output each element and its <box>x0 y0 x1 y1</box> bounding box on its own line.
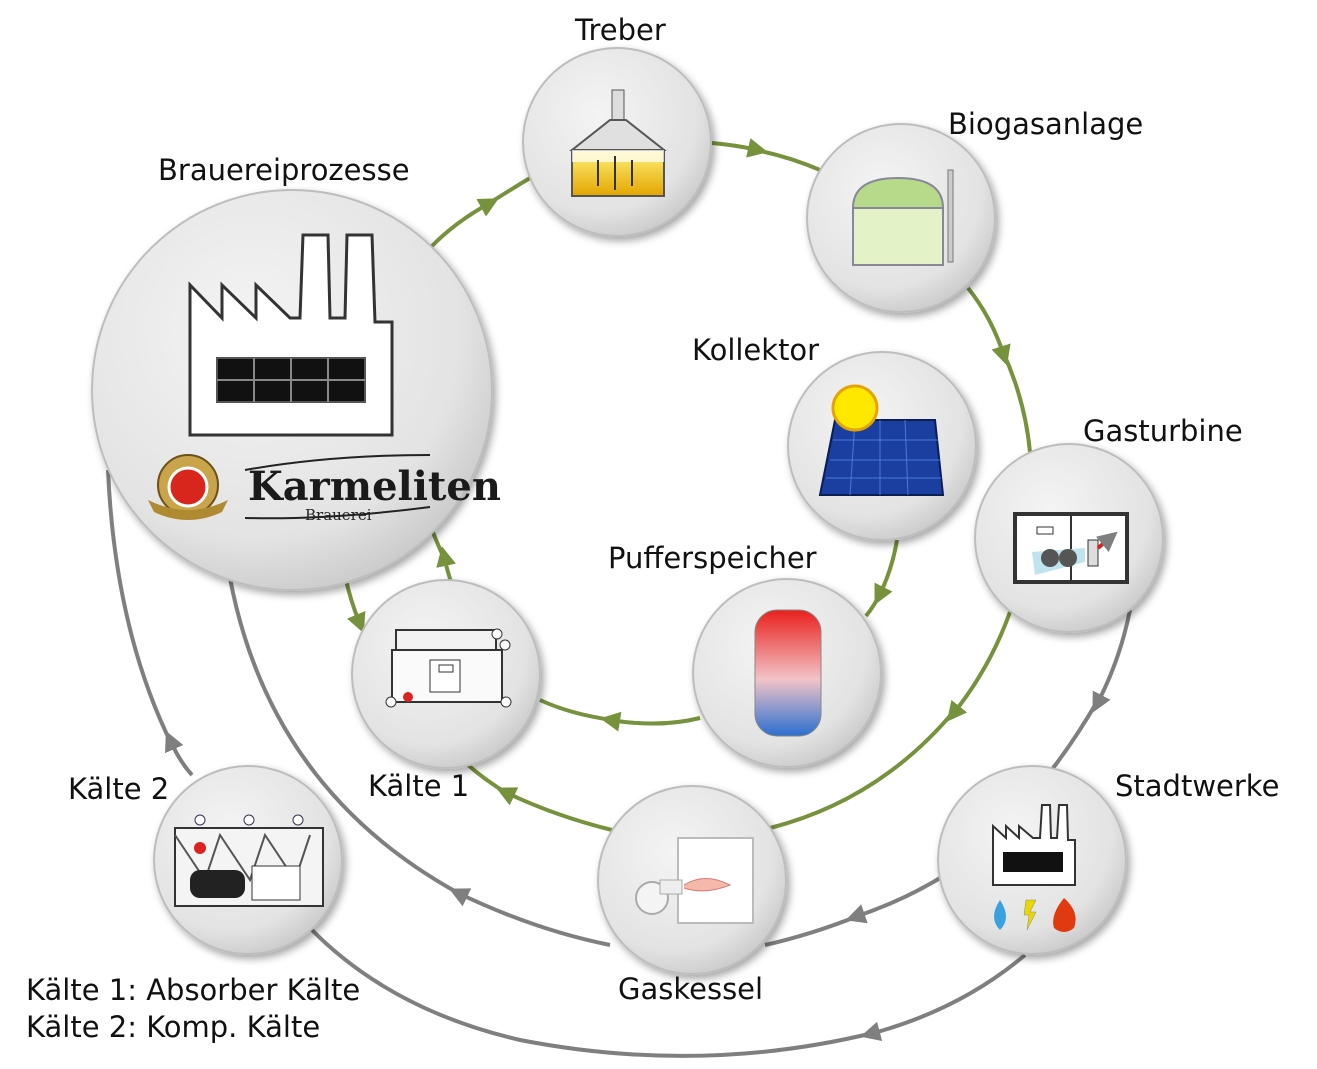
logo-subtitle: Brauerei <box>305 506 372 524</box>
gray-flows <box>106 469 1132 1058</box>
factory-icon <box>188 233 394 437</box>
green-flows <box>343 138 1032 832</box>
flow-treber-biogas <box>711 138 768 158</box>
flow-biogas-gasturbine <box>966 286 1011 366</box>
label-pufferspeicher: Pufferspeicher <box>608 541 817 575</box>
label-brauereiprozesse: Brauereiprozesse <box>158 153 410 187</box>
label-stadtwerke: Stadtwerke <box>1115 769 1280 803</box>
lightning-icon <box>1023 899 1037 931</box>
logo-wordmark: Karmeliten <box>248 463 501 510</box>
flow-gasturbine-gaskessel <box>946 611 1012 722</box>
karmeliten-logo: Karmeliten Brauerei <box>148 454 501 524</box>
flow-stadtwerke-kaelte2 <box>860 953 1027 1042</box>
flow-stadtwerke-gaskessel <box>845 873 947 924</box>
gas-boiler-icon <box>635 837 754 924</box>
flow-gasturbine-stadtwerke <box>1092 609 1132 713</box>
label-kollektor: Kollektor <box>692 333 820 367</box>
label-kaelte1: Kälte 1 <box>368 769 470 803</box>
legend-note: Kälte 1: Absorber Kälte Kälte 2: Komp. K… <box>26 972 360 1046</box>
absorption-chiller-icon <box>385 628 512 708</box>
label-gasturbine: Gasturbine <box>1083 414 1243 448</box>
flow-gaskessel-brau <box>448 888 611 947</box>
flow-gaskessel-kaelte1 <box>495 787 613 832</box>
solar-collector-icon <box>818 384 945 496</box>
label-biogasanlage: Biogasanlage <box>948 107 1144 141</box>
legend-kaelte1: Kälte 1: Absorber Kälte <box>26 973 361 1007</box>
utility-factory-icon <box>992 804 1076 932</box>
brew-kettle-icon <box>569 89 667 197</box>
compression-chiller-icon <box>174 814 324 907</box>
label-gaskessel: Gaskessel <box>618 972 764 1006</box>
legend-kaelte2: Kälte 2: Komp. Kälte <box>26 1010 321 1044</box>
flow-puffer-kaelte1 <box>600 711 701 732</box>
buffer-tank-icon <box>754 609 822 737</box>
label-kaelte2: Kälte 2 <box>68 772 170 806</box>
flow-kollektor-puffer <box>874 539 899 605</box>
gas-turbine-icon <box>1013 512 1129 584</box>
flow-brau-treber <box>428 198 499 250</box>
flame-icon <box>1053 898 1076 932</box>
water-drop-icon <box>994 900 1006 930</box>
label-treber: Treber <box>575 13 666 47</box>
biogas-dome-icon <box>851 169 954 266</box>
flow-kaelte2-brau <box>165 730 194 777</box>
